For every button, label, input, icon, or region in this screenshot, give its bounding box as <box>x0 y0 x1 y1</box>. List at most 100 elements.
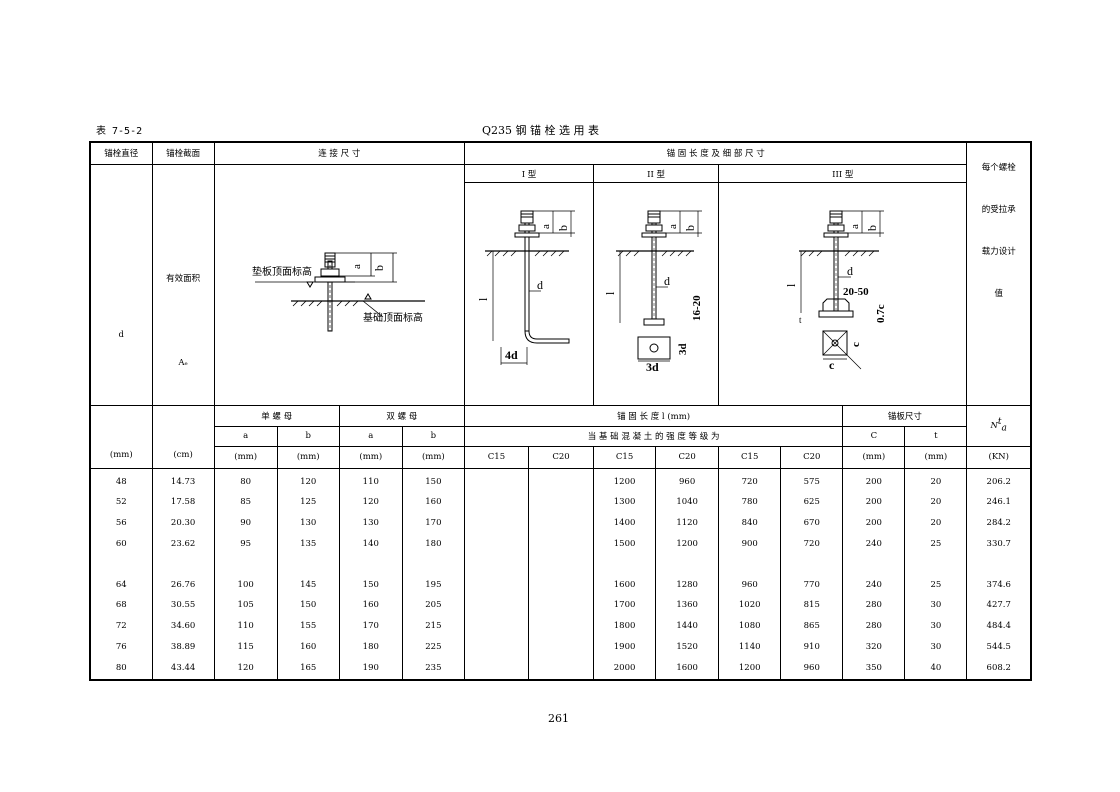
unit-mm-c: (mm) <box>842 445 906 469</box>
header-single-nut: 单 螺 母 <box>213 404 340 427</box>
cell-l6: 625 <box>803 497 820 508</box>
header-capacity: 每个螺栓 的受拉承 载力设计 值 <box>966 141 1032 406</box>
cell-t: 20 <box>930 518 942 529</box>
cell-d: 68 <box>115 600 127 611</box>
cell-d: 56 <box>115 518 127 529</box>
t3-0-7c-label: 0.7c <box>875 304 887 323</box>
header-t: t <box>904 425 968 447</box>
cell-l4: 1120 <box>676 518 698 529</box>
cell-A: 30.55 <box>170 600 196 611</box>
cell-b1: 125 <box>300 497 317 508</box>
cell-a1: 80 <box>240 476 252 487</box>
cell-l6: 720 <box>803 538 820 549</box>
table-title: Q235 钢 锚 栓 选 用 表 <box>482 124 599 137</box>
cell-A: 38.89 <box>170 642 196 653</box>
cell-a2: 190 <box>362 662 379 673</box>
cell-a1: 90 <box>240 518 252 529</box>
cell-l5: 1140 <box>738 642 761 653</box>
cell-N: 206.2 <box>986 476 1011 487</box>
connection-diagram: a b 垫板顶面标高 基础顶面标高 <box>213 163 465 406</box>
cell-d: 76 <box>115 642 127 653</box>
cell-N: 427.7 <box>986 600 1011 611</box>
header-concrete-grade: 当 基 础 混 凝 土 的 强 度 等 级 为 <box>463 425 844 447</box>
t2-3d-bottom-label: 3d <box>646 360 659 373</box>
header-a-double: a <box>338 425 403 447</box>
capacity-line-4: 值 <box>994 289 1003 299</box>
cell-N: 330.7 <box>986 538 1011 549</box>
group-spacer <box>340 555 401 575</box>
cell-l3: 2000 <box>613 662 636 673</box>
cell-d: 60 <box>115 538 127 549</box>
t2-16-20-label: 16-20 <box>691 295 703 321</box>
cell-l6: 770 <box>803 579 820 590</box>
cell-b1: 120 <box>300 476 317 487</box>
t2-b-label: b <box>683 225 697 231</box>
cell-b2: 215 <box>425 621 442 632</box>
table-number: 表 7-5-2 <box>96 126 143 137</box>
cell-c: 350 <box>865 662 882 673</box>
cell-t: 20 <box>930 497 942 508</box>
effective-area-label: 有效面积 <box>166 273 201 284</box>
dim-b-label: b <box>372 265 386 271</box>
unit-mm-t: (mm) <box>904 445 968 469</box>
t2-3d-side-label: 3d <box>677 344 689 356</box>
cell-b1: 130 <box>300 518 317 529</box>
cell-l5: 1080 <box>738 621 761 632</box>
cell-b2: 205 <box>425 600 442 611</box>
group-spacer <box>215 555 276 575</box>
cell-l5: 1020 <box>738 600 761 611</box>
cell-l6: 575 <box>803 476 820 487</box>
cell-c: 320 <box>865 642 882 653</box>
cell-l5: 720 <box>741 476 758 487</box>
cell-d: 48 <box>115 476 127 487</box>
cell-A: 34.60 <box>170 621 196 632</box>
cell-l5: 780 <box>741 497 758 508</box>
cell-N: 544.5 <box>986 642 1011 653</box>
cell-l5: 1200 <box>738 662 761 673</box>
unit-cm-area: (cm) <box>151 404 215 469</box>
unit-mm-d: (mm) <box>89 404 153 469</box>
cell-c: 200 <box>865 497 882 508</box>
cell-b1: 160 <box>300 642 317 653</box>
type2-title: II 型 <box>593 163 720 184</box>
header-diameter: 锚栓直径 <box>89 141 153 165</box>
type3-diagram-svg: a b l d 20-50 0.7c t c c <box>784 210 887 372</box>
unit-kn: (KN) <box>966 445 1032 469</box>
header-connection: 连 接 尺 寸 <box>213 141 465 165</box>
group-spacer <box>782 555 842 575</box>
cell-l3: 1400 <box>613 518 636 529</box>
cell-b2: 180 <box>425 538 442 549</box>
cell-l6: 670 <box>803 518 820 529</box>
unit-mm-a2: (mm) <box>338 445 403 469</box>
cell-a2: 120 <box>362 497 379 508</box>
unit-mm-a1: (mm) <box>213 445 278 469</box>
t3-20-50-label: 20-50 <box>843 286 869 298</box>
t3-c-bottom-label: c <box>829 358 835 372</box>
header-b-single: b <box>276 425 340 447</box>
page-number: 261 <box>548 712 569 725</box>
t1-b-label: b <box>556 225 570 231</box>
cell-b1: 145 <box>300 579 317 590</box>
cell-a2: 140 <box>362 538 379 549</box>
dim-a-label: a <box>351 264 363 269</box>
header-section: 锚栓截面 <box>151 141 215 165</box>
cell-t: 25 <box>930 579 942 590</box>
group-spacer <box>91 555 151 575</box>
foundation-top-elevation: 基础顶面标高 <box>363 311 423 324</box>
header-anchor-length: 锚 固 长 度 l (mm) <box>463 404 844 427</box>
t1-a-label: a <box>540 224 552 229</box>
capacity-line-2: 的受拉承 <box>981 205 1016 215</box>
cell-A: 20.30 <box>170 518 196 529</box>
unit-mm-b2: (mm) <box>401 445 465 469</box>
cell-l5: 840 <box>741 518 758 529</box>
unit-mm-b1: (mm) <box>276 445 340 469</box>
type3-title: III 型 <box>718 163 968 184</box>
type1-diagram-svg: a b l d 4d <box>476 210 575 366</box>
cell-l4: 1520 <box>676 642 698 653</box>
cell-b1: 165 <box>300 662 317 673</box>
